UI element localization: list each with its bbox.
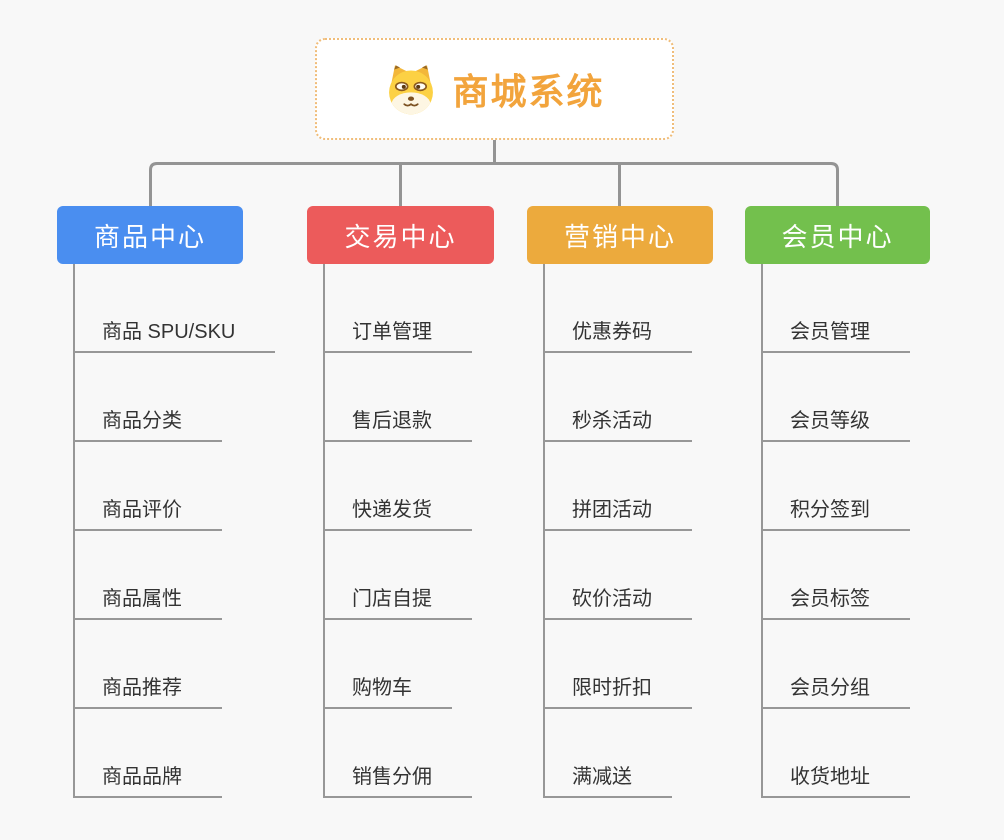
marketing-center-items: 优惠券码 秒杀活动 拼团活动 砍价活动 限时折扣 满减送 xyxy=(543,264,692,798)
leaf-node[interactable]: 门店自提 xyxy=(325,531,472,620)
leaf-node[interactable]: 商品属性 xyxy=(75,531,222,620)
leaf-node[interactable]: 销售分佣 xyxy=(325,709,472,798)
root-node[interactable]: 商城系统 xyxy=(315,38,674,140)
product-center-items: 商品 SPU/SKU 商品分类 商品评价 商品属性 商品推荐 商品品牌 xyxy=(73,264,276,798)
leaf-node[interactable]: 订单管理 xyxy=(325,264,472,353)
leaf-node[interactable]: 会员标签 xyxy=(763,531,910,620)
leaf-node[interactable]: 快递发货 xyxy=(325,442,472,531)
leaf-node[interactable]: 会员管理 xyxy=(763,264,910,353)
branch-node-marketing-center[interactable]: 营销中心 xyxy=(527,206,713,264)
leaf-node[interactable]: 满减送 xyxy=(545,709,672,798)
shiba-dog-icon xyxy=(389,65,434,115)
leaf-node[interactable]: 秒杀活动 xyxy=(545,353,692,442)
branch-node-member-center[interactable]: 会员中心 xyxy=(745,206,930,264)
branch-node-trade-center[interactable]: 交易中心 xyxy=(307,206,494,264)
member-center-items: 会员管理 会员等级 积分签到 会员标签 会员分组 收货地址 xyxy=(761,264,910,798)
leaf-node[interactable]: 会员等级 xyxy=(763,353,910,442)
root-title: 商城系统 xyxy=(452,71,605,112)
leaf-node[interactable]: 购物车 xyxy=(325,620,452,709)
leaf-node[interactable]: 商品推荐 xyxy=(75,620,222,709)
branch-label: 商品中心 xyxy=(93,221,206,252)
leaf-node[interactable]: 积分签到 xyxy=(763,442,910,531)
leaf-node[interactable]: 限时折扣 xyxy=(545,620,692,709)
branch-label: 营销中心 xyxy=(563,221,676,252)
branch-label: 交易中心 xyxy=(344,221,457,252)
leaf-node[interactable]: 商品品牌 xyxy=(75,709,222,798)
leaf-node[interactable]: 会员分组 xyxy=(763,620,910,709)
leaf-node[interactable]: 商品评价 xyxy=(75,442,222,531)
leaf-node[interactable]: 收货地址 xyxy=(763,709,910,798)
leaf-node[interactable]: 售后退款 xyxy=(325,353,472,442)
branch-label: 会员中心 xyxy=(781,221,894,252)
leaf-node[interactable]: 商品 SPU/SKU xyxy=(75,264,276,353)
branch-node-product-center[interactable]: 商品中心 xyxy=(57,206,243,264)
leaf-node[interactable]: 商品分类 xyxy=(75,353,222,442)
leaf-node[interactable]: 优惠券码 xyxy=(545,264,692,353)
trade-center-items: 订单管理 售后退款 快递发货 门店自提 购物车 销售分佣 xyxy=(323,264,472,798)
leaf-node[interactable]: 拼团活动 xyxy=(545,442,692,531)
leaf-node[interactable]: 砍价活动 xyxy=(545,531,692,620)
